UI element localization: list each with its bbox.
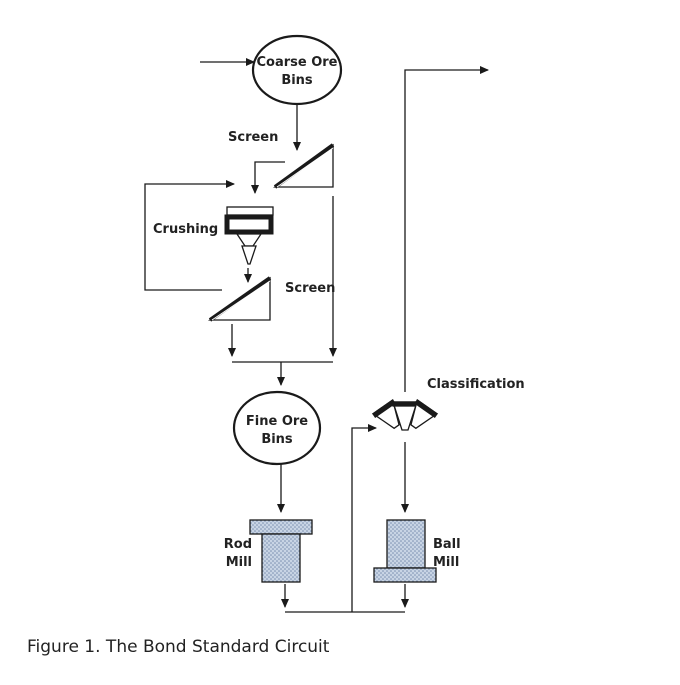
- crusher: [224, 206, 274, 265]
- ball-mill-label-1: Ball: [433, 537, 461, 552]
- lower-screen: [207, 276, 272, 322]
- crushing-label: Crushing: [153, 222, 218, 237]
- ball-mill: [373, 519, 437, 583]
- flow-to-classification: [351, 424, 377, 612]
- top-screen: [272, 143, 335, 189]
- fine-ore-bins-label-2: Bins: [261, 432, 293, 447]
- figure-caption: Figure 1. The Bond Standard Circuit: [27, 637, 330, 657]
- rod-mill-label-1: Rod: [224, 537, 252, 552]
- flow-recycle-loop: [144, 180, 235, 291]
- screen-bottom-label: Screen: [285, 281, 335, 296]
- coarse-ore-bins-label-1: Coarse Ore: [256, 55, 337, 70]
- fine-ore-bins: [232, 390, 322, 466]
- rod-mill-label-2: Mill: [226, 555, 252, 570]
- ball-mill-label-2: Mill: [433, 555, 459, 570]
- coarse-ore-bins: [251, 34, 343, 106]
- fine-ore-bins-label-1: Fine Ore: [246, 414, 308, 429]
- classification-cyclones: [371, 398, 439, 431]
- rod-mill: [249, 519, 313, 583]
- screen-top-label: Screen: [228, 130, 278, 145]
- coarse-ore-bins-label-2: Bins: [281, 73, 313, 88]
- flow-screen-to-crusher: [251, 161, 285, 194]
- flow-overflow-product: [404, 66, 489, 392]
- classification-label: Classification: [427, 377, 525, 392]
